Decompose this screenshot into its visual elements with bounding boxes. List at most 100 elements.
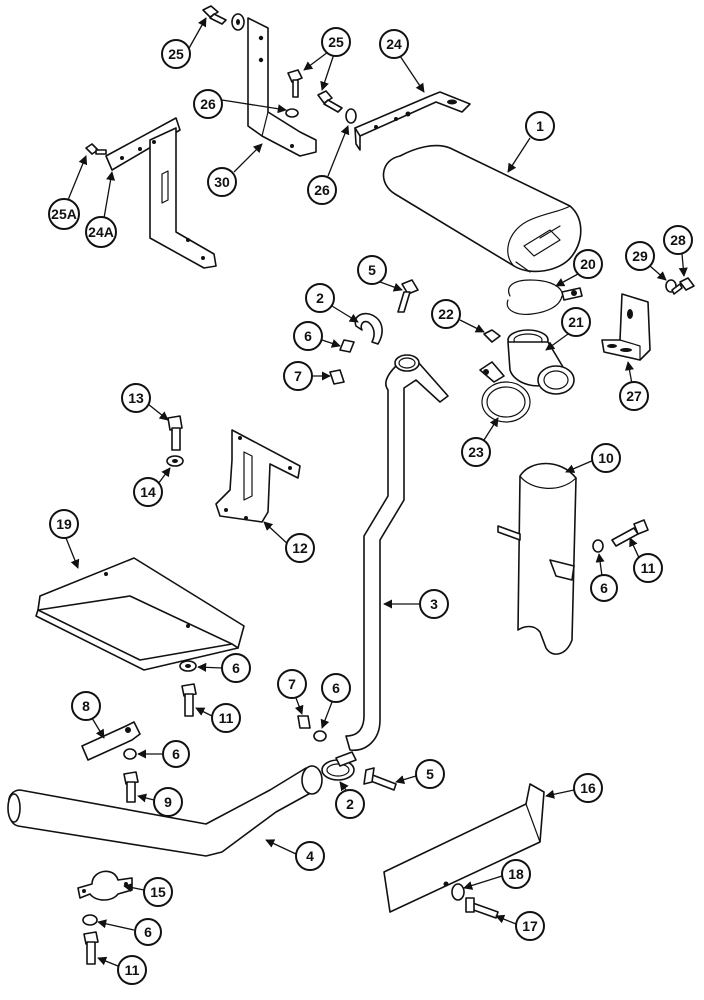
- callout-1: 1: [507, 111, 555, 173]
- svg-text:20: 20: [580, 256, 596, 272]
- svg-text:26: 26: [200, 96, 216, 112]
- bolt-5-top: [397, 279, 419, 313]
- svg-text:17: 17: [522, 918, 538, 934]
- svg-text:6: 6: [332, 680, 340, 696]
- svg-text:9: 9: [164, 794, 172, 810]
- bolt-17: [465, 897, 499, 919]
- svg-text:14: 14: [140, 484, 156, 500]
- callout-6-bracket8: 6: [137, 740, 190, 768]
- svg-text:25: 25: [328, 34, 344, 50]
- callout-11-right: 11: [629, 537, 663, 583]
- svg-text:16: 16: [580, 780, 596, 796]
- callout-18: 18: [463, 859, 531, 890]
- svg-text:25: 25: [168, 46, 184, 62]
- bracket-27: [601, 293, 651, 361]
- callout-22: 22: [431, 299, 485, 333]
- svg-text:6: 6: [600, 580, 608, 596]
- callout-19: 19: [49, 509, 80, 569]
- callout-26-mid: 26: [307, 125, 350, 205]
- callout-6-clamp15: 6: [97, 918, 162, 946]
- bolt-5-bottom: [363, 767, 397, 791]
- callout-3: 3: [383, 589, 449, 619]
- callout-6-plate: 6: [197, 653, 251, 683]
- washer-6-bottom: [313, 730, 327, 742]
- svg-text:24: 24: [386, 36, 402, 52]
- callout-26-top: 26: [193, 89, 287, 119]
- bolt-11-bottom: [83, 931, 99, 965]
- callout-7-top: 7: [283, 361, 331, 391]
- svg-text:5: 5: [368, 262, 376, 278]
- elbow-21: [507, 329, 575, 395]
- callout-23: 23: [461, 417, 499, 467]
- svg-text:18: 18: [508, 866, 524, 882]
- tail-pipe-4: [7, 765, 323, 857]
- callout-5-bottom: 5: [395, 759, 445, 789]
- heat-shield-16: [383, 783, 545, 913]
- callout-14: 14: [133, 467, 171, 507]
- bolt-13: [167, 415, 183, 451]
- plate-19: [35, 557, 245, 671]
- callout-6-top: 6: [293, 321, 341, 351]
- callout-29: 29: [625, 241, 667, 281]
- bracket-24: [354, 91, 471, 151]
- callout-25-mid: 25: [303, 27, 351, 91]
- svg-text:21: 21: [568, 314, 584, 330]
- svg-text:7: 7: [288, 676, 296, 692]
- bolt-11-plate: [181, 683, 197, 717]
- svg-text:8: 8: [82, 698, 90, 714]
- svg-text:10: 10: [598, 450, 614, 466]
- svg-text:3: 3: [430, 596, 438, 612]
- bolt-9: [123, 771, 139, 803]
- nut-7-top: [329, 369, 345, 385]
- svg-text:11: 11: [125, 962, 140, 978]
- callout-20: 20: [555, 249, 603, 287]
- svg-text:30: 30: [214, 174, 230, 190]
- callout-10: 10: [565, 443, 621, 473]
- svg-text:27: 27: [626, 388, 642, 404]
- bracket-12: [215, 429, 301, 523]
- callout-27: 27: [619, 361, 649, 411]
- washer-18: [451, 883, 465, 901]
- svg-text:23: 23: [468, 444, 484, 460]
- clip-22: [483, 329, 501, 343]
- svg-text:29: 29: [632, 248, 648, 264]
- svg-text:26: 26: [314, 182, 330, 198]
- svg-text:7: 7: [294, 368, 302, 384]
- nut-6-clamp15: [82, 914, 98, 926]
- svg-text:5: 5: [426, 766, 434, 782]
- clamp-2-bottom: [321, 751, 357, 781]
- callout-13: 13: [121, 383, 169, 421]
- bolt-25-top: [202, 5, 227, 25]
- bracket-8: [81, 721, 141, 761]
- clamp-2-top: [354, 312, 383, 345]
- bracket-24A: [105, 117, 217, 269]
- washer-6-right: [592, 539, 604, 553]
- callout-2-bottom: 2: [335, 781, 365, 819]
- callout-6-bottom: 6: [320, 673, 351, 729]
- clamp-15: [77, 870, 133, 901]
- callout-5-top: 5: [357, 255, 403, 292]
- svg-text:6: 6: [232, 660, 240, 676]
- callout-21: 21: [545, 307, 591, 351]
- callout-11-bottom: 11: [97, 955, 147, 985]
- callout-25A: 25A: [48, 155, 88, 230]
- callout-12: 12: [263, 521, 315, 563]
- nut-6-bracket8: [123, 748, 137, 760]
- callout-11-plate: 11: [195, 703, 241, 733]
- svg-text:2: 2: [316, 290, 324, 306]
- svg-text:22: 22: [438, 306, 454, 322]
- washer-26-top: [231, 13, 245, 31]
- svg-text:1: 1: [536, 118, 544, 134]
- nut-6-plate: [179, 660, 197, 672]
- svg-text:6: 6: [172, 746, 180, 762]
- callout-24A: 24A: [85, 171, 117, 248]
- callout-15: 15: [123, 877, 173, 907]
- svg-text:28: 28: [670, 232, 686, 248]
- callout-4: 4: [265, 839, 325, 871]
- svg-text:25A: 25A: [51, 206, 77, 222]
- callout-30: 30: [207, 143, 263, 197]
- callout-28: 28: [663, 225, 693, 277]
- callout-8: 8: [71, 691, 105, 739]
- svg-text:11: 11: [641, 560, 656, 576]
- washer-26-mid: [285, 108, 357, 124]
